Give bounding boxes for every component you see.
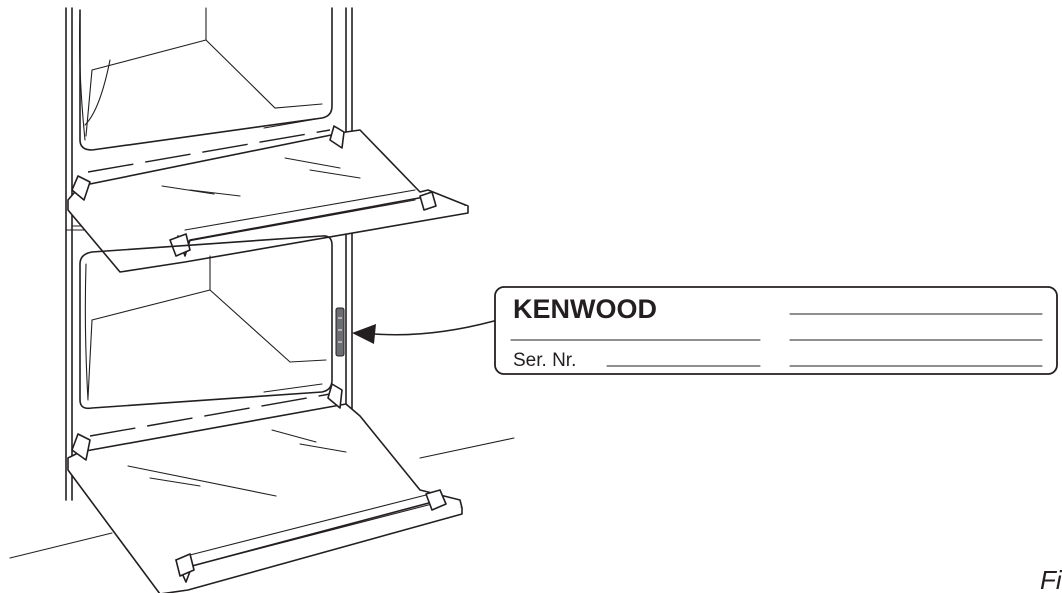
pointer-arrow	[352, 320, 495, 344]
rating-label-brand: KENWOOD	[513, 294, 657, 324]
floor-lines	[9, 437, 515, 559]
rating-label: KENWOOD Ser. Nr.	[494, 286, 1058, 375]
lower-oven-cavity	[79, 235, 333, 437]
rating-plate-marker	[335, 307, 345, 357]
rating-label-frame	[494, 286, 1058, 375]
lower-oven-door	[67, 383, 463, 593]
upper-oven-door	[67, 125, 469, 273]
figure-caption: Fi	[1040, 565, 1062, 593]
rating-label-serial-prefix: Ser. Nr.	[513, 350, 576, 371]
